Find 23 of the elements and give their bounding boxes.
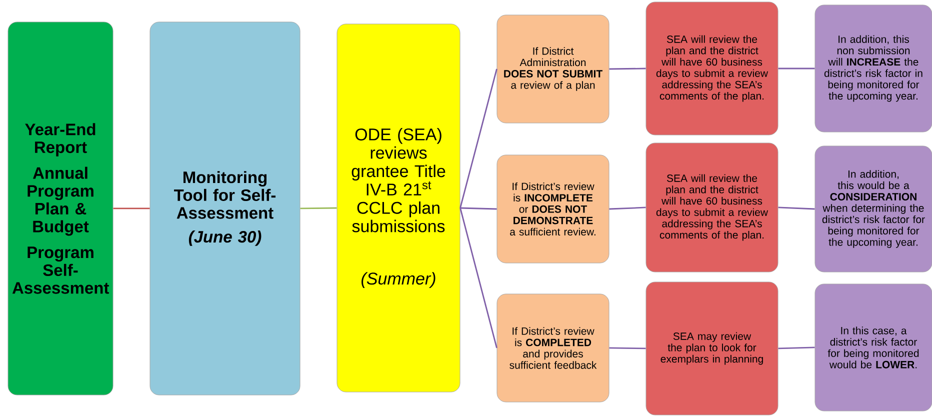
connector-line [609, 68, 646, 70]
connector-line [778, 346, 815, 350]
connector-line [778, 206, 815, 210]
process-box: ODE (SEA) reviews grantee Title IV-B 21$^{st}$ CCLC plan submissions (Summer) [336, 24, 460, 392]
outcome-box: In addition, this would be a CONSIDERATION when determining the district’s risk factor for being monitored for the upcoming year. [814, 146, 932, 272]
connector-line [609, 206, 646, 210]
action-box: SEA will review the plan and the district will have 60 business days to submit a review addressing the SEA’s comments of the plan. [646, 2, 778, 136]
connector-line [300, 207, 337, 210]
connector-line [460, 68, 498, 208]
outcome-box: In this case, a district’s risk factor for being monitored would be LOWER. [814, 284, 932, 412]
action-box: SEA will review the plan and the district will have 60 business days to submit a review addressing the SEA’s comments of the plan. [646, 142, 778, 272]
process-box: Monitoring Tool for Self-Assessment (June 30) [150, 22, 300, 396]
outcome-box: In addition, this non submission will INCREASE the district’s risk factor in being monitored for the upcoming year. [814, 4, 932, 132]
condition-box: If District’s review is COMPLETED and provides sufficient feedback [496, 294, 610, 402]
connector-line [460, 207, 497, 210]
report-box: Year-End Report Annual Program Plan & Budget Program Self-Assessment [8, 22, 114, 396]
action-box: SEA may review the plan to look for exemplars in planning [646, 282, 778, 416]
condition-box: If District Administration DOES NOT SUBMIT a review of a plan [496, 14, 610, 124]
connector-line [778, 68, 815, 70]
condition-box: If District’s review is INCOMPLETE or DOES NOT DEMONSTRATE a sufficient review. [496, 154, 610, 264]
connector-line [113, 208, 150, 210]
connector-line [609, 347, 646, 350]
connector-line [460, 208, 498, 348]
